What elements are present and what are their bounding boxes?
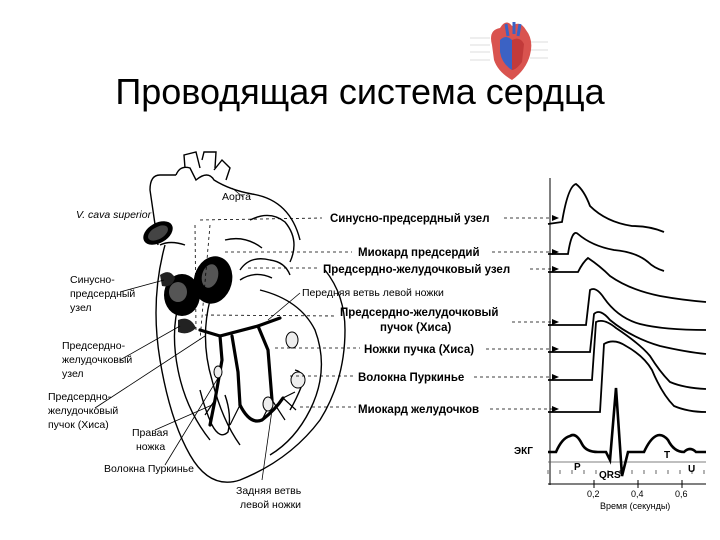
label-v-cava: V. cava superior — [76, 209, 152, 221]
label-his-2: желудочковый — [48, 405, 118, 417]
label-av-node-2: желудочковый — [62, 354, 132, 366]
label-aorta: Аорта — [222, 191, 251, 203]
center-label-his-2: пучок (Хиса) — [380, 322, 451, 334]
label-right-branch-2: ножка — [136, 441, 165, 453]
center-label-atrial: Миокард предсердий — [358, 247, 480, 259]
center-label-ventricular: Миокард желудочков — [358, 404, 479, 416]
label-post-branch-2: левой ножки — [240, 499, 301, 511]
label-right-branch-1: Правая — [132, 427, 168, 439]
ecg-wave-p: P — [574, 462, 581, 473]
label-post-branch-1: Задняя ветвь — [236, 485, 302, 497]
ecg-grid-marks — [547, 470, 705, 474]
purkinje-tufts — [213, 331, 306, 412]
time-tick-2: 0,4 — [631, 489, 644, 499]
trace-sa-node — [547, 183, 665, 233]
ecg-trace — [548, 387, 706, 477]
label-purkinje-left: Волокна Пуркинье — [104, 463, 194, 475]
ecg-wave-t: T — [664, 450, 670, 461]
trace-av-node — [548, 256, 707, 303]
heart-illustration — [149, 151, 346, 483]
center-label-legs: Ножки пучка (Хиса) — [364, 344, 474, 356]
ecg-wave-qrs: QRS — [599, 470, 621, 481]
label-sa-node-3: узел — [70, 302, 92, 314]
trace-purkinje — [548, 319, 707, 390]
center-label-his-1: Предсердно-желудочковый — [340, 307, 498, 319]
label-av-node-3: узел — [62, 368, 84, 380]
center-label-purkinje: Волокна Пуркинье — [358, 372, 464, 384]
time-tick-3: 0,6 — [675, 489, 688, 499]
time-axis-label: Время (секунды) — [600, 501, 670, 511]
sa-node-shape — [160, 272, 175, 287]
dashed-connectors — [194, 217, 360, 408]
label-his-3: пучок (Хиса) — [48, 419, 109, 431]
label-ant-branch: Передняя ветвь левой ножки — [302, 287, 444, 299]
label-his-1: Предсердно- — [48, 391, 112, 403]
conduction-pathways — [198, 316, 285, 427]
label-sa-node-2: предсердный — [70, 288, 135, 300]
trace-branches — [548, 311, 707, 355]
slide-title: Проводящая система сердца — [115, 71, 605, 112]
trace-ventricular — [548, 340, 707, 413]
heart-thumbnail-icon — [470, 22, 548, 81]
action-potential-traces — [547, 183, 707, 413]
center-label-sa: Синусно-предсердный узел — [330, 213, 490, 225]
label-av-node-1: Предсердно- — [62, 340, 126, 352]
trace-atrial — [548, 232, 665, 272]
av-node-shape — [178, 318, 196, 334]
ecg-label: ЭКГ — [514, 446, 533, 457]
label-sa-node-1: Синусно- — [70, 274, 115, 286]
ecg-wave-u: U — [688, 464, 695, 475]
time-tick-1: 0,2 — [587, 489, 600, 499]
center-label-av: Предсердно-желудочковый узел — [323, 264, 510, 276]
trace-his — [548, 288, 707, 331]
